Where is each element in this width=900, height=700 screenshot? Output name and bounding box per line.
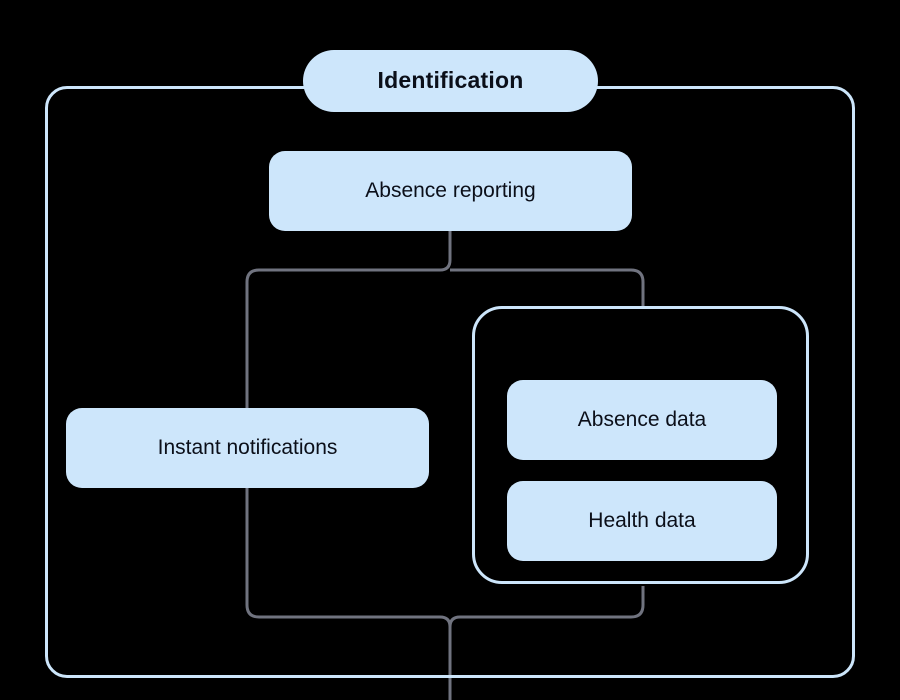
node-absence-reporting[interactable]: Absence reporting — [269, 151, 632, 231]
node-instant-notifications[interactable]: Instant notifications — [66, 408, 429, 488]
diagram-title-pill: Identification — [303, 50, 598, 112]
node-health-data[interactable]: Health data — [507, 481, 777, 561]
node-absence-data[interactable]: Absence data — [507, 380, 777, 460]
